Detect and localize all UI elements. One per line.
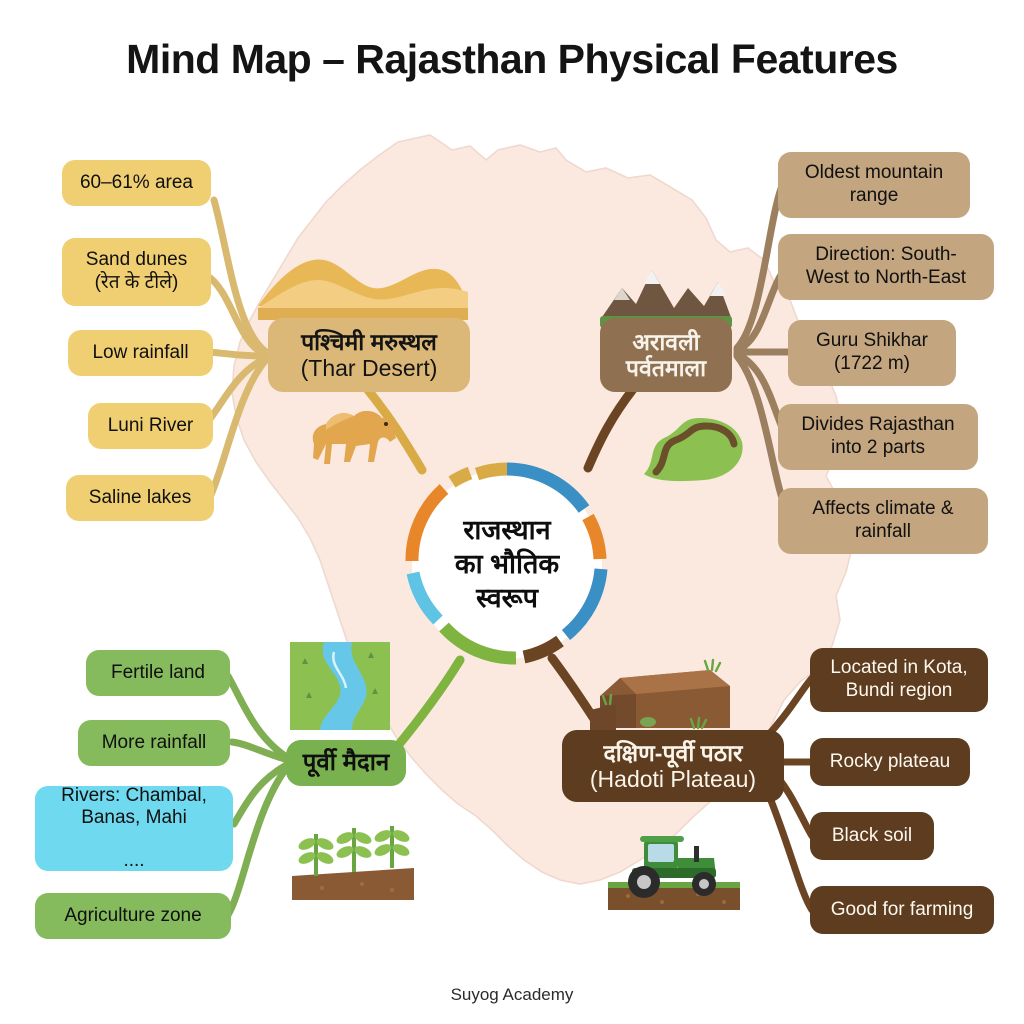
center-topic-ring [405,462,608,665]
leaf-hadoti-rocky-plateau[interactable]: Rocky plateau [810,738,970,786]
camel-illustration [312,410,396,464]
branch-node-aravali-hindi-1: अरावली [632,328,700,355]
leaf-aravali-divides[interactable]: Divides Rajasthan into 2 parts [778,404,978,470]
leaf-thar-area[interactable]: 60–61% area [62,160,211,206]
branch-node-hadoti-plateau[interactable]: दक्षिण-पूर्वी पठार (Hadoti Plateau) [562,730,784,802]
branch-node-eastern-plain[interactable]: पूर्वी मैदान [286,740,406,786]
leaf-hadoti-location[interactable]: Located in Kota, Bundi region [810,648,988,712]
leaf-aravali-direction[interactable]: Direction: South- West to North-East [778,234,994,300]
leaf-thar-low-rainfall[interactable]: Low rainfall [68,330,213,376]
crops-field-illustration [292,826,414,900]
branch-node-thar-desert-english: (Thar Desert) [300,355,438,381]
branch-node-hadoti-plateau-english: (Hadoti Plateau) [589,766,757,792]
winding-river-illustration [644,418,743,482]
leaf-hadoti-good-farming[interactable]: Good for farming [810,886,994,934]
branch-node-thar-desert-hindi: पश्चिमी मरुस्थल [301,328,437,355]
branch-node-eastern-plain-hindi: पूर्वी मैदान [302,749,390,777]
leaf-plain-more-rainfall[interactable]: More rainfall [78,720,230,766]
branch-node-thar-desert[interactable]: पश्चिमी मरुस्थल (Thar Desert) [268,318,470,392]
leaf-hadoti-black-soil[interactable]: Black soil [810,812,934,860]
river-plain-illustration [290,642,390,730]
leaf-thar-sand-dunes[interactable]: Sand dunes (रेत के टीले) [62,238,211,306]
footer-credit: Suyog Academy [450,985,574,1004]
leaf-aravali-oldest-range[interactable]: Oldest mountain range [778,152,970,218]
leaf-plain-rivers[interactable]: Rivers: Chambal, Banas, Mahi .... [35,785,233,871]
leaf-aravali-guru-shikhar[interactable]: Guru Shikhar (1722 m) [788,320,956,386]
branch-node-hadoti-plateau-hindi: दक्षिण-पूर्वी पठार [603,739,743,766]
leaf-aravali-affects-climate[interactable]: Affects climate & rainfall [778,488,988,554]
leaf-plain-fertile-land[interactable]: Fertile land [86,650,230,696]
leaf-thar-luni-river[interactable]: Luni River [88,403,213,449]
branch-node-aravali-hindi-2: पर्वतमाला [625,355,707,381]
tractor-farming-illustration [608,836,740,910]
leaf-plain-agriculture-zone[interactable]: Agriculture zone [35,893,231,939]
page-title: Mind Map – Rajasthan Physical Features [126,36,898,82]
leaf-thar-saline-lakes[interactable]: Saline lakes [66,475,214,521]
rocky-plateau-illustration [590,658,730,732]
branch-node-aravali[interactable]: अरावली पर्वतमाला [600,318,732,392]
sand-dunes-illustration [258,259,468,320]
